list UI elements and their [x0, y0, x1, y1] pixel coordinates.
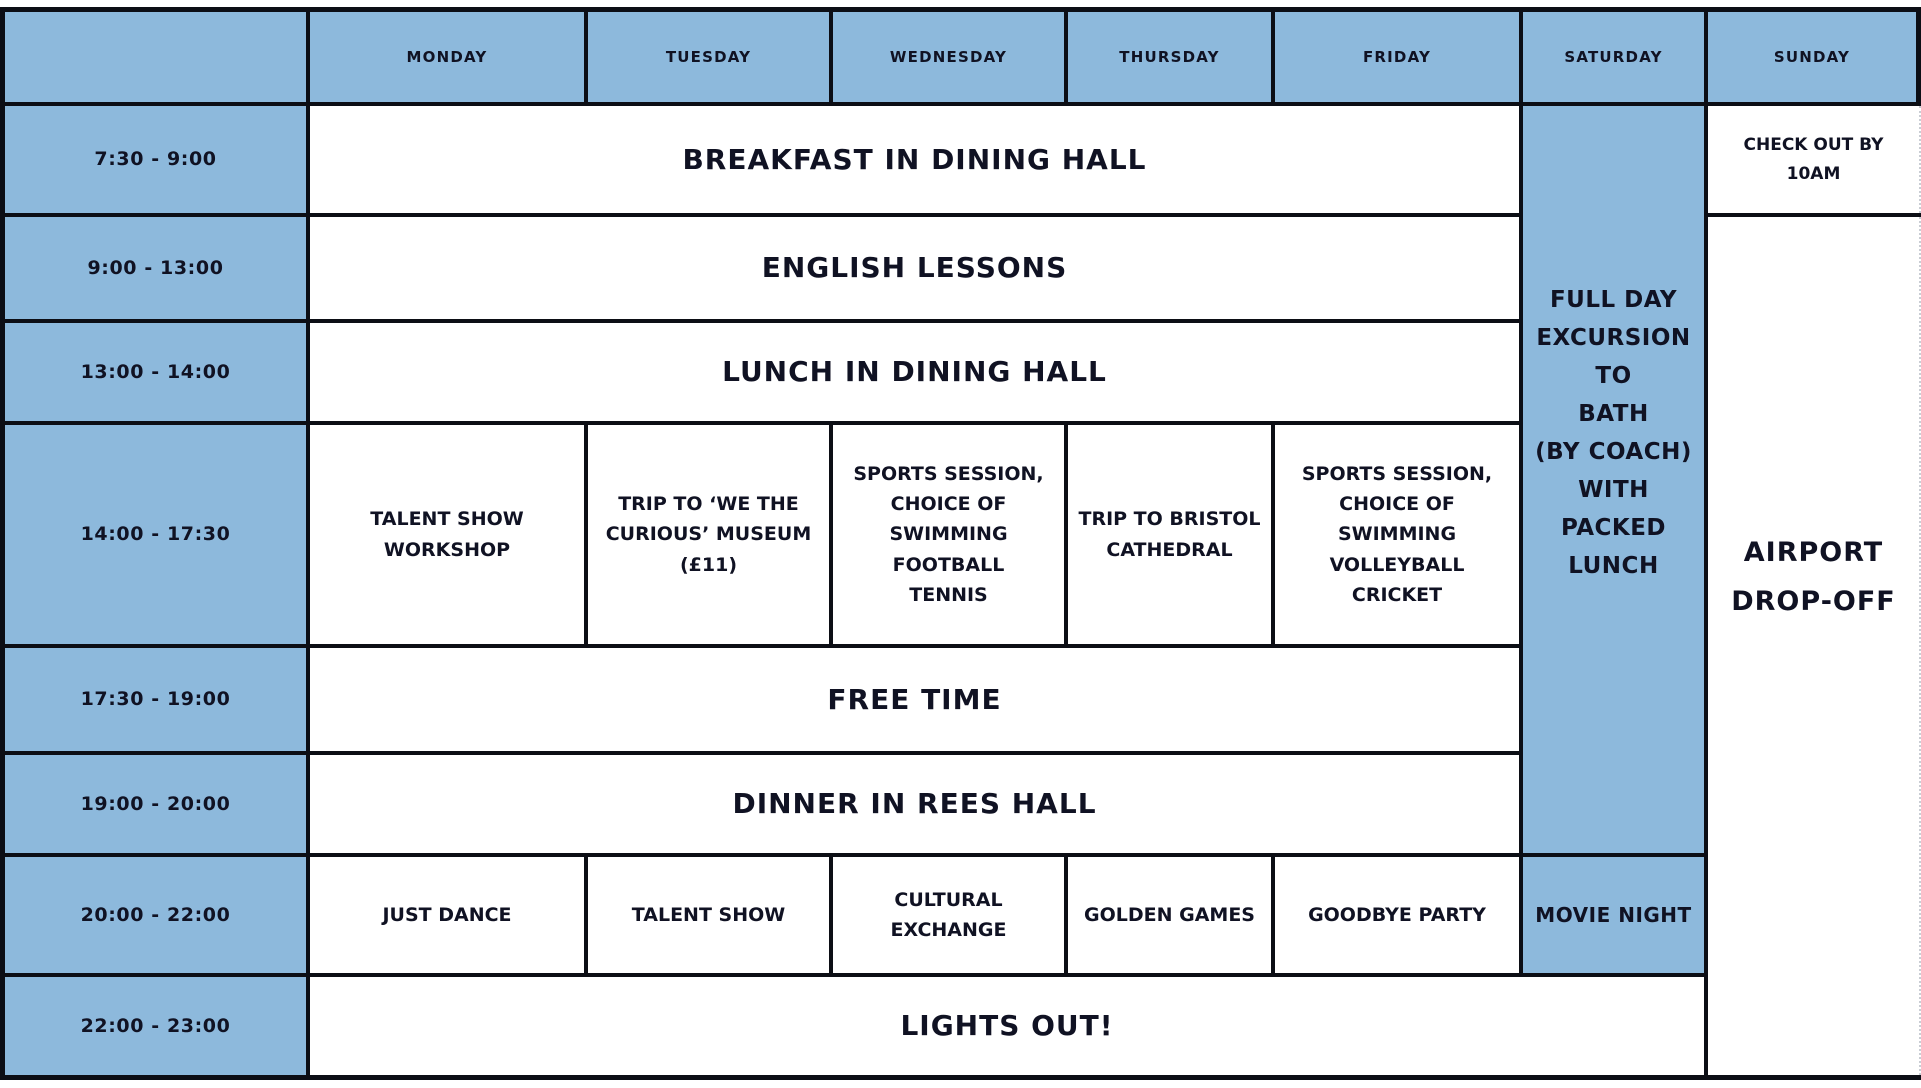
- day-header-saturday: SATURDAY: [1523, 12, 1704, 102]
- time-slot-1400-1730: 14:00 - 17:30: [5, 425, 306, 644]
- time-slot-0730-0900: 7:30 - 9:00: [5, 106, 306, 213]
- day-header-sunday: SUNDAY: [1708, 12, 1921, 102]
- cell-tuesday-afternoon: TRIP TO ‘WE THE CURIOUS’ MUSEUM (£11): [588, 425, 829, 644]
- cell-sunday-airport-dropoff: AIRPORT DROP-OFF: [1708, 217, 1921, 1075]
- weekly-timetable: MONDAY TUESDAY WEDNESDAY THURSDAY FRIDAY…: [0, 7, 1921, 1080]
- time-slot-1900-2000: 19:00 - 20:00: [5, 755, 306, 853]
- time-slot-1300-1400: 13:00 - 14:00: [5, 323, 306, 421]
- day-header-thursday: THURSDAY: [1068, 12, 1271, 102]
- cell-saturday-movie-night: MOVIE NIGHT: [1523, 857, 1704, 973]
- cell-thursday-afternoon: TRIP TO BRISTOL CATHEDRAL: [1068, 425, 1271, 644]
- cell-free-time: FREE TIME: [310, 648, 1519, 751]
- cell-english-lessons: ENGLISH LESSONS: [310, 217, 1519, 319]
- cell-sunday-checkout: CHECK OUT BY 10AM: [1708, 106, 1921, 213]
- cell-breakfast: BREAKFAST IN DINING HALL: [310, 106, 1519, 213]
- day-header-friday: FRIDAY: [1275, 12, 1519, 102]
- cell-thursday-evening: GOLDEN GAMES: [1068, 857, 1271, 973]
- time-slot-2200-2300: 22:00 - 23:00: [5, 977, 306, 1075]
- cell-lights-out: LIGHTS OUT!: [310, 977, 1704, 1075]
- corner-cell: [5, 12, 306, 102]
- cell-monday-evening: JUST DANCE: [310, 857, 584, 973]
- cell-friday-afternoon: SPORTS SESSION, CHOICE OF SWIMMING VOLLE…: [1275, 425, 1519, 644]
- time-slot-2000-2200: 20:00 - 22:00: [5, 857, 306, 973]
- day-header-tuesday: TUESDAY: [588, 12, 829, 102]
- cell-friday-evening: GOODBYE PARTY: [1275, 857, 1519, 973]
- day-header-wednesday: WEDNESDAY: [833, 12, 1064, 102]
- day-header-monday: MONDAY: [310, 12, 584, 102]
- cell-lunch: LUNCH IN DINING HALL: [310, 323, 1519, 421]
- cell-monday-afternoon: TALENT SHOW WORKSHOP: [310, 425, 584, 644]
- time-slot-1730-1900: 17:30 - 19:00: [5, 648, 306, 751]
- cell-saturday-excursion: FULL DAY EXCURSION TO BATH (BY COACH) WI…: [1523, 106, 1704, 853]
- cell-wednesday-evening: CULTURAL EXCHANGE: [833, 857, 1064, 973]
- cell-dinner: DINNER IN REES HALL: [310, 755, 1519, 853]
- cell-tuesday-evening: TALENT SHOW: [588, 857, 829, 973]
- time-slot-0900-1300: 9:00 - 13:00: [5, 217, 306, 319]
- cell-wednesday-afternoon: SPORTS SESSION, CHOICE OF SWIMMING FOOTB…: [833, 425, 1064, 644]
